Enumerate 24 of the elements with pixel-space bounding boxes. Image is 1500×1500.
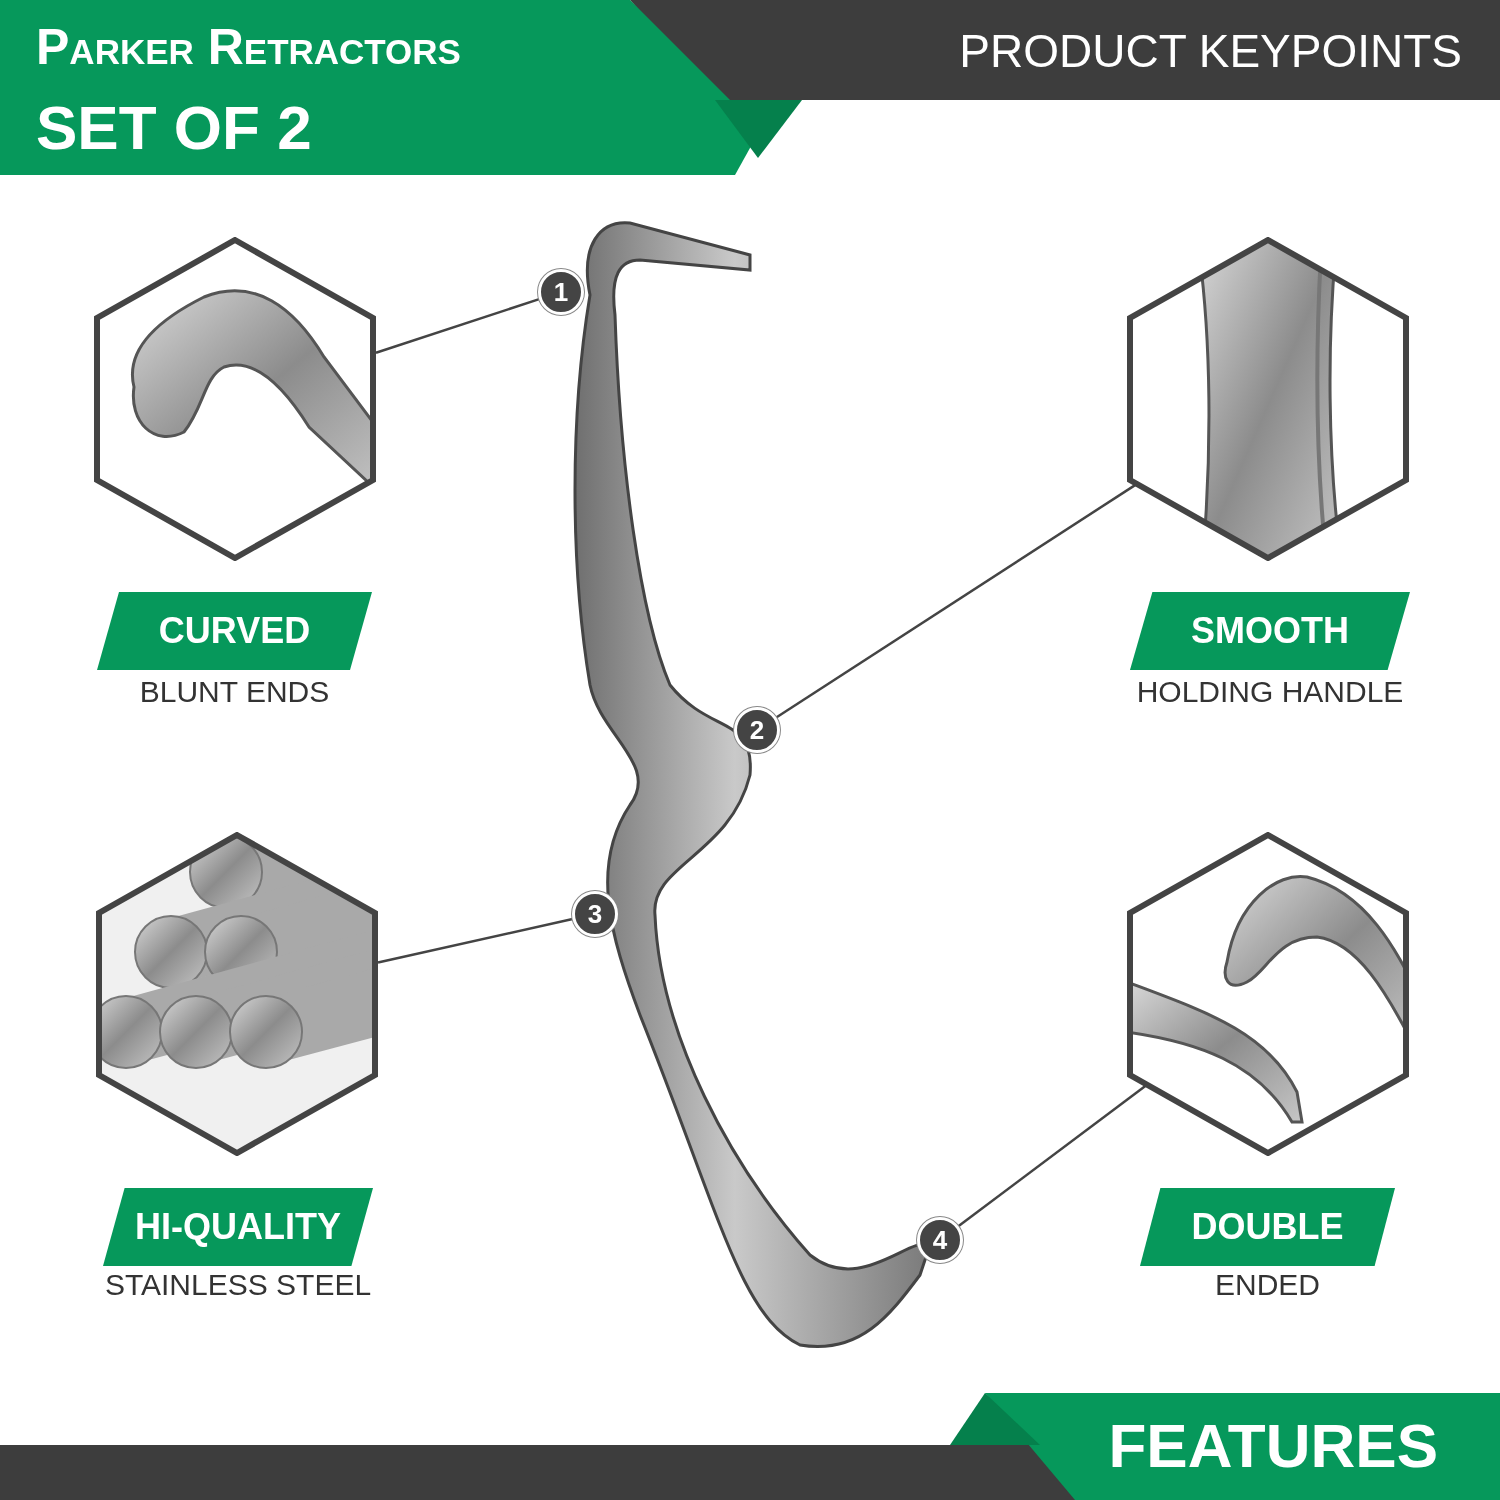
feature-caption: STAINLESS STEEL xyxy=(103,1268,373,1302)
feature-caption: HOLDING HANDLE xyxy=(1135,675,1405,709)
section-heading: PRODUCT KEYPOINTS xyxy=(959,24,1462,78)
leader-line xyxy=(957,1084,1147,1228)
callout-number: 3 xyxy=(572,891,618,937)
callout-number: 1 xyxy=(538,269,584,315)
leader-line xyxy=(377,917,573,964)
detail-photo-drawing xyxy=(1127,832,1409,1156)
feature-title: SMOOTH xyxy=(1191,610,1349,652)
callout-number: 2 xyxy=(734,707,780,753)
leader-line xyxy=(775,483,1137,719)
detail-photo-drawing xyxy=(94,237,376,561)
detail-photo-drawing xyxy=(96,832,378,1156)
feature-caption: BLUNT ENDS xyxy=(138,675,331,709)
feature-title: DOUBLE xyxy=(1191,1206,1344,1248)
subtitle: SET OF 2 xyxy=(36,92,312,163)
feature-title: HI-QUALITY xyxy=(135,1206,341,1248)
leader-line xyxy=(375,297,540,354)
callout-number: 4 xyxy=(917,1217,963,1263)
detail-photo-drawing xyxy=(1127,237,1409,561)
section-heading: FEATURES xyxy=(1108,1410,1438,1481)
title: Parker Retractors xyxy=(36,18,461,76)
feature-caption: ENDED xyxy=(1214,1268,1321,1302)
feature-title: CURVED xyxy=(158,610,311,652)
